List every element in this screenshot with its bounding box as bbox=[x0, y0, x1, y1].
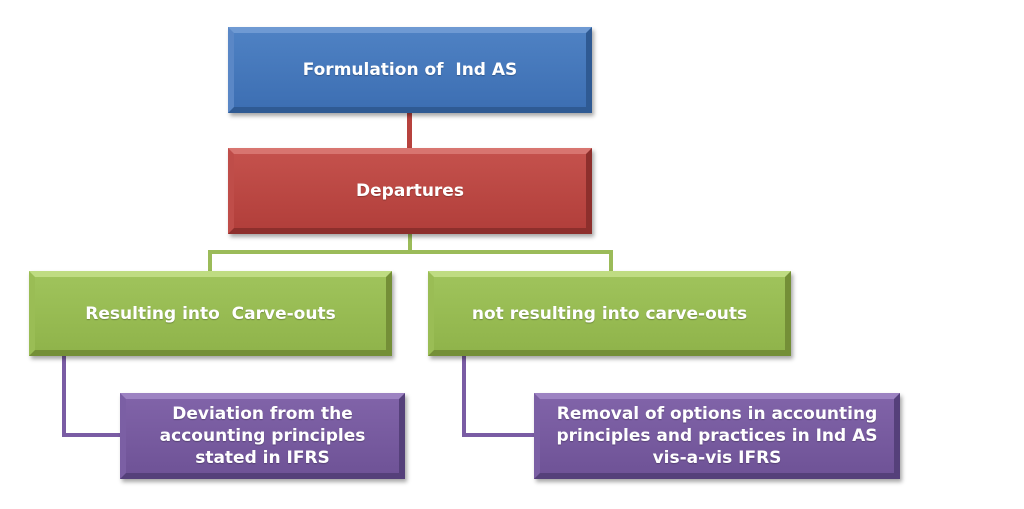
connector-left-child-vertical bbox=[62, 355, 66, 437]
node-deviation-from-principles: Deviation from the accounting principles… bbox=[120, 393, 405, 479]
node-label: Removal of options in accounting princip… bbox=[556, 404, 878, 468]
node-label: not resulting into carve-outs bbox=[471, 303, 748, 324]
node-not-resulting-into-carve-outs: not resulting into carve-outs bbox=[428, 271, 791, 356]
connector-right-child-horizontal bbox=[462, 433, 536, 437]
node-removal-of-options: Removal of options in accounting princip… bbox=[534, 393, 900, 479]
node-formulation-of-ind-as: Formulation of Ind AS bbox=[228, 27, 592, 113]
connector-root-to-departures bbox=[407, 112, 412, 150]
node-label: Departures bbox=[356, 181, 464, 201]
node-label: Resulting into Carve-outs bbox=[85, 303, 336, 324]
node-departures: Departures bbox=[228, 148, 592, 234]
connector-departures-stem bbox=[408, 233, 412, 254]
connector-branch-left bbox=[208, 250, 212, 272]
connector-right-child-vertical bbox=[462, 355, 466, 437]
node-label: Deviation from the accounting principles… bbox=[159, 404, 366, 468]
connector-branch-right bbox=[609, 250, 613, 272]
node-label: Formulation of Ind AS bbox=[302, 60, 518, 80]
connector-left-child-horizontal bbox=[62, 433, 122, 437]
node-resulting-into-carve-outs: Resulting into Carve-outs bbox=[29, 271, 392, 356]
connector-branch-horizontal bbox=[208, 250, 613, 254]
